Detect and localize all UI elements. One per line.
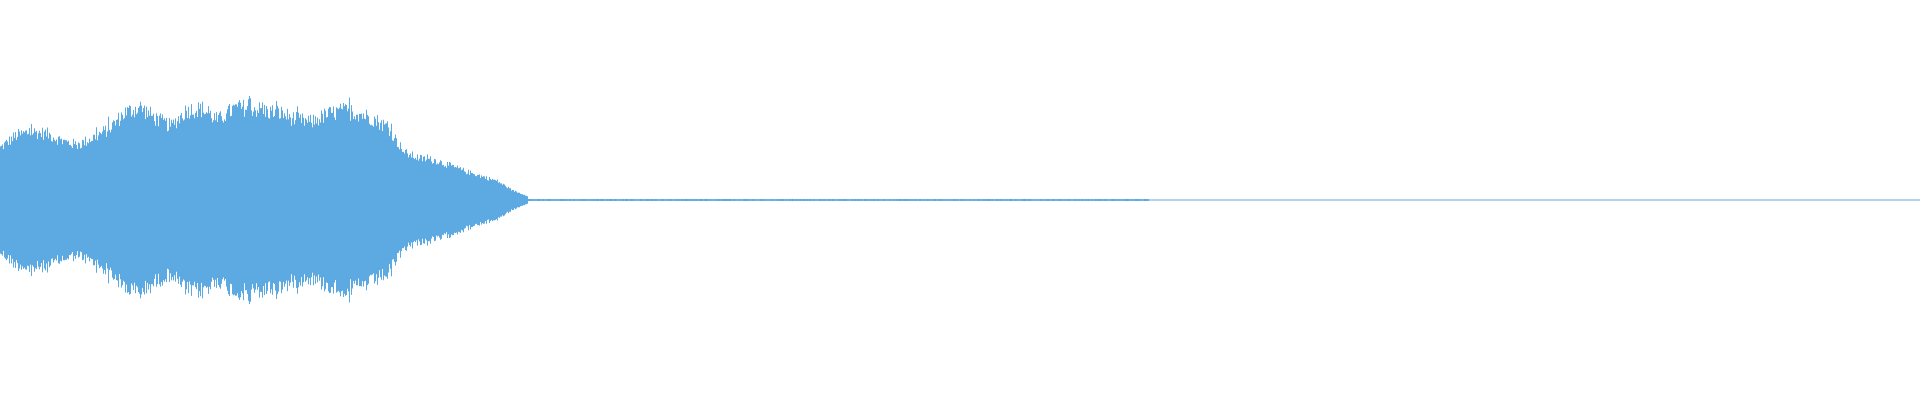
waveform-segment-1 (0, 96, 528, 304)
waveform-peaks (0, 96, 528, 304)
waveform-peaks (528, 198, 1149, 202)
waveform-silence (528, 198, 1149, 202)
